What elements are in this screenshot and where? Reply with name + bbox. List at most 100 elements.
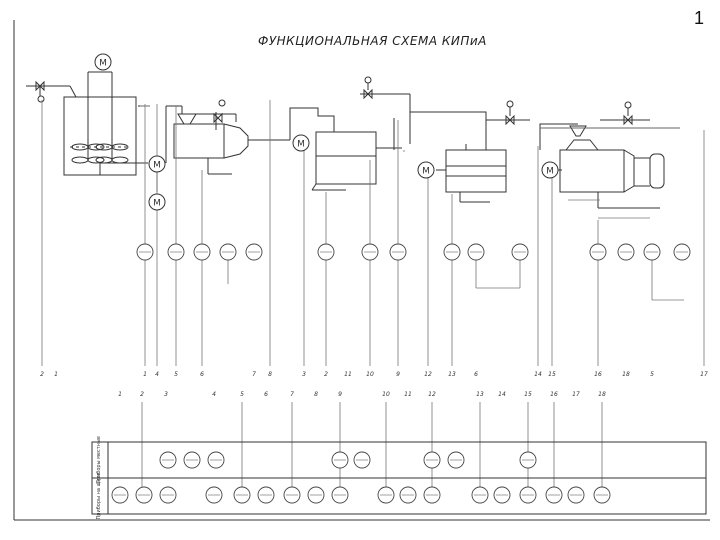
instrument-bubble: [443, 243, 461, 261]
panel-instrument: [377, 486, 395, 504]
panel-instrument: [307, 486, 325, 504]
line-number-upper: 14: [534, 371, 542, 378]
instrument-bubble: [193, 243, 211, 261]
line-number-upper: 7: [252, 371, 256, 378]
panel-instrument: [399, 486, 417, 504]
line-number-upper: 11: [344, 371, 352, 378]
line-number-lower: 12: [428, 391, 436, 398]
local-instrument: [519, 451, 537, 469]
instrument-bubble: [317, 243, 335, 261]
line-number-upper: 6: [200, 371, 204, 378]
local-instrument: [423, 451, 441, 469]
instrument-bubble: [511, 243, 529, 261]
line-number-upper: 15: [548, 371, 556, 378]
motor-icon: M: [292, 134, 310, 152]
instrument-bubble: [673, 243, 691, 261]
line-number-upper: 8: [268, 371, 272, 378]
svg-text:M: M: [297, 140, 305, 150]
panel-instrument: [593, 486, 611, 504]
instrument-bubble: [361, 243, 379, 261]
mixer-tank: [63, 71, 137, 176]
valve-4: [505, 100, 515, 126]
line-number-upper: 3: [302, 371, 306, 378]
line-number-upper: 1: [143, 371, 147, 378]
line-number-upper: 9: [396, 371, 400, 378]
svg-text:M: M: [99, 59, 107, 69]
panel-instrument: [283, 486, 301, 504]
dryer-feed: [539, 123, 578, 150]
panel-instrument: [159, 486, 177, 504]
line-number-upper: 2: [40, 371, 44, 378]
local-instrument: [353, 451, 371, 469]
line-number-lower: 14: [498, 391, 506, 398]
svg-text:M: M: [422, 167, 430, 177]
local-instrument: [447, 451, 465, 469]
motor-icon: M: [541, 161, 559, 179]
table-label-panel: Приборы на щите: [96, 473, 102, 520]
line-number-lower: 18: [598, 391, 606, 398]
motor-icon: M: [94, 53, 112, 71]
svg-text:M: M: [153, 161, 161, 171]
panel-instrument: [233, 486, 251, 504]
feed-pipe-3: [409, 111, 487, 150]
cylinder-vessel-1: [173, 112, 249, 159]
instrument-bubble: [467, 243, 485, 261]
line-number-lower: 4: [212, 391, 216, 398]
line-number-upper: 4: [155, 371, 159, 378]
valve-5: [623, 101, 633, 126]
line-number-lower: 8: [314, 391, 318, 398]
instrument-bubble: [389, 243, 407, 261]
local-instrument: [183, 451, 201, 469]
valve-3: [363, 76, 373, 100]
line-number-lower: 2: [140, 391, 144, 398]
instrument-bubble: [167, 243, 185, 261]
line-number-upper: 1: [54, 371, 58, 378]
instrument-bubble: [643, 243, 661, 261]
reactor-tank: [311, 131, 377, 191]
line-number-lower: 15: [524, 391, 532, 398]
line-number-upper: 16: [594, 371, 602, 378]
panel-instrument: [257, 486, 275, 504]
local-instrument: [159, 451, 177, 469]
instrument-table: [91, 441, 707, 515]
panel-instrument: [471, 486, 489, 504]
table-label-local: Приборы местные: [96, 436, 102, 484]
line-number-lower: 13: [476, 391, 484, 398]
dryer-drum: [559, 125, 665, 193]
line-number-lower: 9: [338, 391, 342, 398]
line-number-lower: 7: [290, 391, 294, 398]
instrument-bubble: [589, 243, 607, 261]
line-number-upper: 6: [474, 371, 478, 378]
motor-icon: M: [148, 155, 166, 173]
panel-instrument: [567, 486, 585, 504]
transfer-pipe-to-tank: [289, 107, 335, 140]
panel-instrument: [331, 486, 349, 504]
inlet-valve: [35, 80, 45, 103]
line-number-upper: 18: [622, 371, 630, 378]
line-number-upper: 10: [366, 371, 374, 378]
line-number-upper: 5: [174, 371, 178, 378]
line-number-lower: 6: [264, 391, 268, 398]
local-instrument: [331, 451, 349, 469]
panel-instrument: [111, 486, 129, 504]
line-number-upper: 13: [448, 371, 456, 378]
motor-icon: M: [148, 193, 166, 211]
line-number-lower: 10: [382, 391, 390, 398]
horizontal-apparatus: [445, 144, 507, 193]
page-number: 1: [694, 8, 705, 28]
local-instrument: [207, 451, 225, 469]
panel-instrument: [545, 486, 563, 504]
line-number-lower: 3: [164, 391, 168, 398]
instrument-bubble: [219, 243, 237, 261]
line-number-lower: 17: [572, 391, 580, 398]
line-number-lower: 11: [404, 391, 412, 398]
instrument-bubble: [136, 243, 154, 261]
panel-instrument: [135, 486, 153, 504]
line-number-upper: 5: [650, 371, 654, 378]
panel-instrument: [423, 486, 441, 504]
line-number-lower: 16: [550, 391, 558, 398]
motor-icon: M: [417, 161, 435, 179]
panel-instrument: [493, 486, 511, 504]
